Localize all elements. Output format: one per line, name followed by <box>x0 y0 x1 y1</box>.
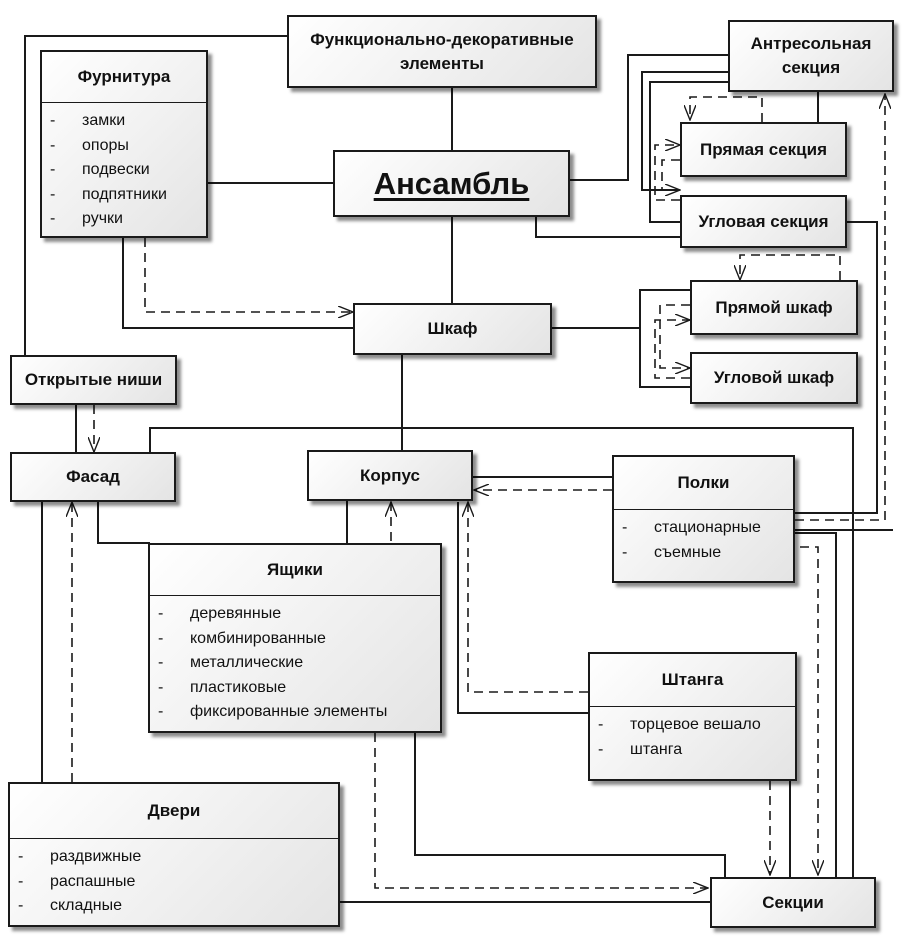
node-sections-label: Секции <box>762 892 824 912</box>
dep-cabinet-to-corner-section <box>740 254 841 280</box>
node-open-niches-label: Открытые ниши <box>24 370 163 389</box>
list-item: -распашные <box>18 872 136 890</box>
dep-shelves-mezz <box>795 94 885 521</box>
line-mezz-straight-section <box>641 71 728 191</box>
list-item: -подпятники <box>50 185 167 203</box>
node-doors-title: Двери <box>10 784 338 839</box>
node-mezzanine-section[interactable]: Антресольная секция <box>728 20 894 92</box>
line-drawers-sections <box>414 733 726 877</box>
node-doors-list: -раздвижные -распашные -складные <box>10 839 338 919</box>
list-item: -складные <box>18 897 122 914</box>
line-facade-drawers <box>97 500 150 544</box>
node-open-niches[interactable]: Открытые ниши <box>10 355 177 405</box>
node-corner-section-label: Угловая секция <box>698 211 829 231</box>
node-body[interactable]: Корпус <box>307 450 473 501</box>
list-item: -стационарные <box>622 519 761 536</box>
node-functional-decorative-label: Функционально-декоративные элементы <box>310 29 574 73</box>
line-cabinet-corner-cabinet <box>639 328 690 388</box>
dep-straight-to-corner <box>661 159 680 190</box>
dep-straight-to-mezz <box>690 96 763 122</box>
list-item: -комбинированные <box>158 629 326 647</box>
list-item: -ручки <box>50 210 123 227</box>
list-item: -металлические <box>158 654 304 671</box>
node-rod-list: -торцевое вешало -штанга <box>590 707 795 762</box>
list-item: -раздвижные <box>18 848 142 865</box>
list-item: -съемные <box>622 543 722 561</box>
node-rod[interactable]: Штанга -торцевое вешало -штанга <box>588 652 797 781</box>
list-item: -опоры <box>50 136 129 154</box>
line-rod-body <box>457 502 588 714</box>
line-ensemble-mezzanine <box>570 54 728 181</box>
dep-corner-to-straight <box>654 145 680 201</box>
list-item: -штанга <box>598 740 683 758</box>
node-straight-cabinet[interactable]: Прямой шкаф <box>690 280 858 335</box>
dep-drawers-sections <box>374 733 708 888</box>
list-item: -торцевое вешало <box>598 716 761 733</box>
node-shelves-title: Полки <box>614 457 793 510</box>
node-furnitura-list: -замки -опоры -подвески -подпятники -руч… <box>42 103 206 232</box>
line-corner-section-sections <box>795 221 878 514</box>
node-corner-cabinet-label: Угловой шкаф <box>713 368 835 387</box>
node-body-label: Корпус <box>360 465 420 485</box>
dep-straight-to-corner-cab <box>659 304 690 368</box>
dep-corner-to-straight-cab <box>654 320 690 379</box>
node-furnitura-title: Фурнитура <box>42 52 206 103</box>
node-shelves[interactable]: Полки -стационарные -съемные <box>612 455 795 583</box>
list-item: -замки <box>50 112 126 129</box>
list-item: -деревянные <box>158 605 282 622</box>
node-cabinet[interactable]: Шкаф <box>353 303 552 355</box>
dep-shelves-sections <box>800 546 818 875</box>
line-funcdecor-open-niches <box>24 35 287 355</box>
node-furnitura[interactable]: Фурнитура -замки -опоры -подвески -подпя… <box>40 50 208 238</box>
line-mezz-corner-section <box>649 81 728 223</box>
node-corner-cabinet[interactable]: Угловой шкаф <box>690 352 858 404</box>
line-furnitura-cabinet <box>122 238 355 329</box>
node-straight-cabinet-label: Прямой шкаф <box>715 297 833 317</box>
dep-rod-body <box>468 502 588 693</box>
line-ensemble-corner-section <box>535 217 680 238</box>
node-straight-section[interactable]: Прямая секция <box>680 122 847 177</box>
node-drawers-title: Ящики <box>150 545 440 596</box>
node-functional-decorative[interactable]: Функционально-декоративные элементы <box>287 15 597 88</box>
node-rod-title: Штанга <box>590 654 795 707</box>
node-sections[interactable]: Секции <box>710 877 876 928</box>
node-straight-section-label: Прямая секция <box>700 139 827 159</box>
node-drawers-list: -деревянные -комбинированные -металличес… <box>150 596 440 725</box>
line-facade-top <box>149 427 854 877</box>
dep-furnitura-cabinet <box>144 238 353 312</box>
node-facade-label: Фасад <box>66 467 120 486</box>
node-drawers[interactable]: Ящики -деревянные -комбинированные -мета… <box>148 543 442 733</box>
line-cabinet-straight-cabinet <box>552 289 690 329</box>
node-ensemble[interactable]: Ансамбль <box>333 150 570 217</box>
list-item: -подвески <box>50 161 150 178</box>
node-mezzanine-section-label: Антресольная секция <box>750 34 872 77</box>
node-cabinet-label: Шкаф <box>427 319 478 338</box>
node-ensemble-label: Ансамбль <box>373 165 530 201</box>
list-item: -пластиковые <box>158 678 287 696</box>
line-shelves-sections2 <box>795 532 837 877</box>
node-shelves-list: -стационарные -съемные <box>614 510 793 565</box>
node-facade[interactable]: Фасад <box>10 452 176 502</box>
node-corner-section[interactable]: Угловая секция <box>680 195 847 248</box>
list-item: -фиксированные элементы <box>158 703 388 720</box>
node-doors[interactable]: Двери -раздвижные -распашные -складные <box>8 782 340 927</box>
